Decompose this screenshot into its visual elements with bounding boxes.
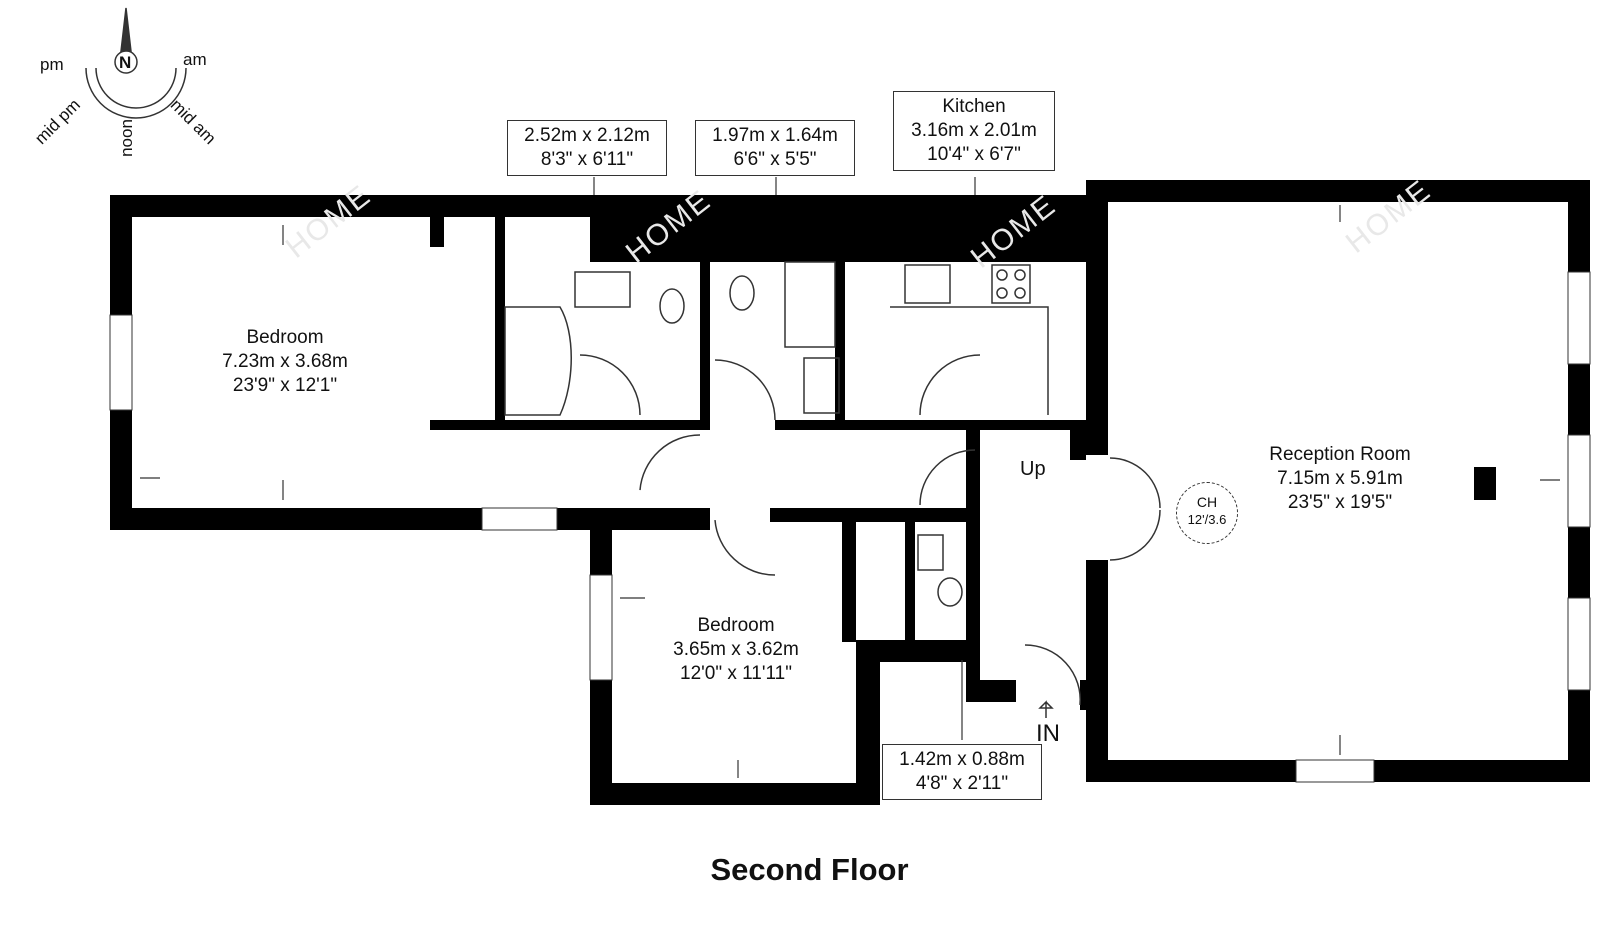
ceiling-height-marker: CH 12'/3.6 — [1176, 482, 1238, 544]
windows — [109, 271, 1591, 783]
room-name: Bedroom — [697, 615, 775, 636]
room-imperial: 23'9" x 12'1" — [232, 375, 338, 396]
ceiling-height-label: CH — [1196, 494, 1218, 510]
chimney — [1474, 467, 1496, 500]
room-imperial: 8'3" x 6'11" — [540, 149, 634, 170]
fixtures — [504, 261, 1049, 607]
room-metric: 2.52m x 2.12m — [524, 125, 650, 146]
entrance-arrow — [1038, 700, 1054, 718]
room-metric: 1.97m x 1.64m — [712, 125, 838, 146]
leader-lines — [593, 177, 976, 740]
room-metric: 3.65m x 3.62m — [673, 639, 799, 660]
walls — [110, 180, 1590, 805]
compass-graphic — [85, 7, 187, 119]
room-metric: 1.42m x 0.88m — [899, 749, 1025, 770]
floor-title: Second Floor — [710, 852, 909, 887]
compass-north-label: N — [119, 53, 132, 72]
room-label-bedroom-1: Bedroom 7.23m x 3.68m 23'9" x 12'1" — [195, 326, 375, 398]
dimension-arrows — [140, 205, 1560, 778]
room-imperial: 12'0" x 11'11" — [680, 663, 792, 684]
doors — [579, 354, 1161, 706]
room-label-reception-room: Reception Room 7.15m x 5.91m 23'5" x 19'… — [1240, 443, 1440, 515]
room-label-kitchen: Kitchen 3.16m x 2.01m 10'4" x 6'7" — [893, 91, 1055, 171]
compass-noon-label: noon — [116, 119, 136, 157]
compass-am-label: am — [183, 50, 207, 69]
room-label-bedroom-2: Bedroom 3.65m x 3.62m 12'0" x 11'11" — [646, 614, 826, 686]
room-imperial: 4'8" x 2'11" — [915, 773, 1009, 794]
room-name: Bedroom — [246, 327, 324, 348]
room-name: Reception Room — [1269, 444, 1411, 465]
room-name: Kitchen — [942, 96, 1006, 117]
room-metric: 3.16m x 2.01m — [911, 120, 1037, 141]
compass-pm-label: pm — [40, 55, 64, 74]
room-metric: 7.15m x 5.91m — [1277, 468, 1403, 489]
room-label-shower-room: 1.97m x 1.64m 6'6" x 5'5" — [695, 120, 855, 176]
room-metric: 7.23m x 3.68m — [222, 351, 348, 372]
room-imperial: 23'5" x 19'5" — [1287, 492, 1393, 513]
entrance-label: IN — [1036, 720, 1060, 747]
room-label-bathroom: 2.52m x 2.12m 8'3" x 6'11" — [507, 120, 667, 176]
room-label-store: 1.42m x 0.88m 4'8" x 2'11" — [882, 744, 1042, 800]
ceiling-height-value: 12'/3.6 — [1187, 512, 1227, 527]
stairs-up-label: Up — [1020, 458, 1046, 480]
room-imperial: 6'6" x 5'5" — [733, 149, 817, 170]
room-imperial: 10'4" x 6'7" — [927, 144, 1021, 165]
